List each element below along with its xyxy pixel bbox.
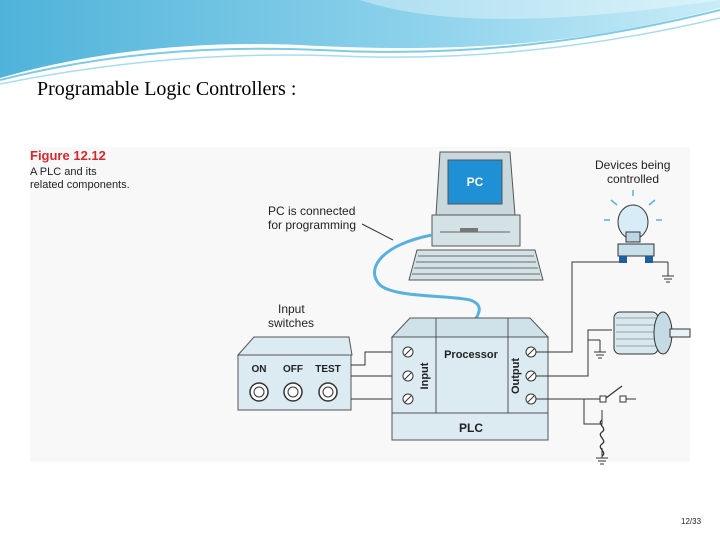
plc-unit: Processor Input Output PLC: [390, 317, 550, 441]
figure-caption-line: A PLC and its: [30, 166, 97, 178]
pc-computer: PC: [408, 151, 544, 281]
switches-annotation-line: switches: [268, 316, 314, 330]
pc-annotation-leader: [361, 223, 394, 241]
switch-label-off: OFF: [283, 364, 303, 375]
programming-cable: [373, 233, 481, 321]
figure-caption: A PLC and its related components.: [30, 166, 170, 192]
figure-panel: [30, 147, 690, 462]
input-switch-panel: ON OFF TEST: [236, 336, 353, 411]
plc-output-terminal-icon: [525, 346, 537, 405]
pc-screen-label: PC: [467, 175, 484, 189]
switches-annotation-line: Input: [278, 302, 305, 316]
plc-input-terminal-icon: [402, 346, 414, 405]
plc-label: PLC: [459, 421, 483, 435]
devices-annotation-line: Devices being: [595, 158, 670, 172]
switch-contact-icon: [599, 385, 636, 403]
ground-icon: [594, 275, 674, 465]
devices-annotation-line: controlled: [607, 172, 659, 186]
figure-label: Figure 12.12: [30, 148, 106, 163]
pc-annotation-line: for programming: [268, 218, 356, 232]
pc-annotation-line: PC is connected: [268, 204, 355, 218]
motor-icon: [613, 311, 691, 355]
plc-processor-label: Processor: [444, 349, 499, 361]
coil-icon: [599, 419, 605, 457]
light-bulb-icon: [604, 190, 662, 263]
plc-output-label: Output: [510, 358, 522, 394]
slide-title: Programable Logic Controllers :: [37, 78, 297, 100]
header-wave-banner: [0, 0, 720, 85]
output-wiring: [536, 261, 669, 458]
page-number: 12/33: [681, 517, 702, 526]
switch-label-on: ON: [252, 364, 267, 375]
plc-input-label: Input: [419, 362, 431, 389]
figure-caption-line: related components.: [30, 179, 130, 191]
switch-label-test: TEST: [315, 364, 341, 375]
